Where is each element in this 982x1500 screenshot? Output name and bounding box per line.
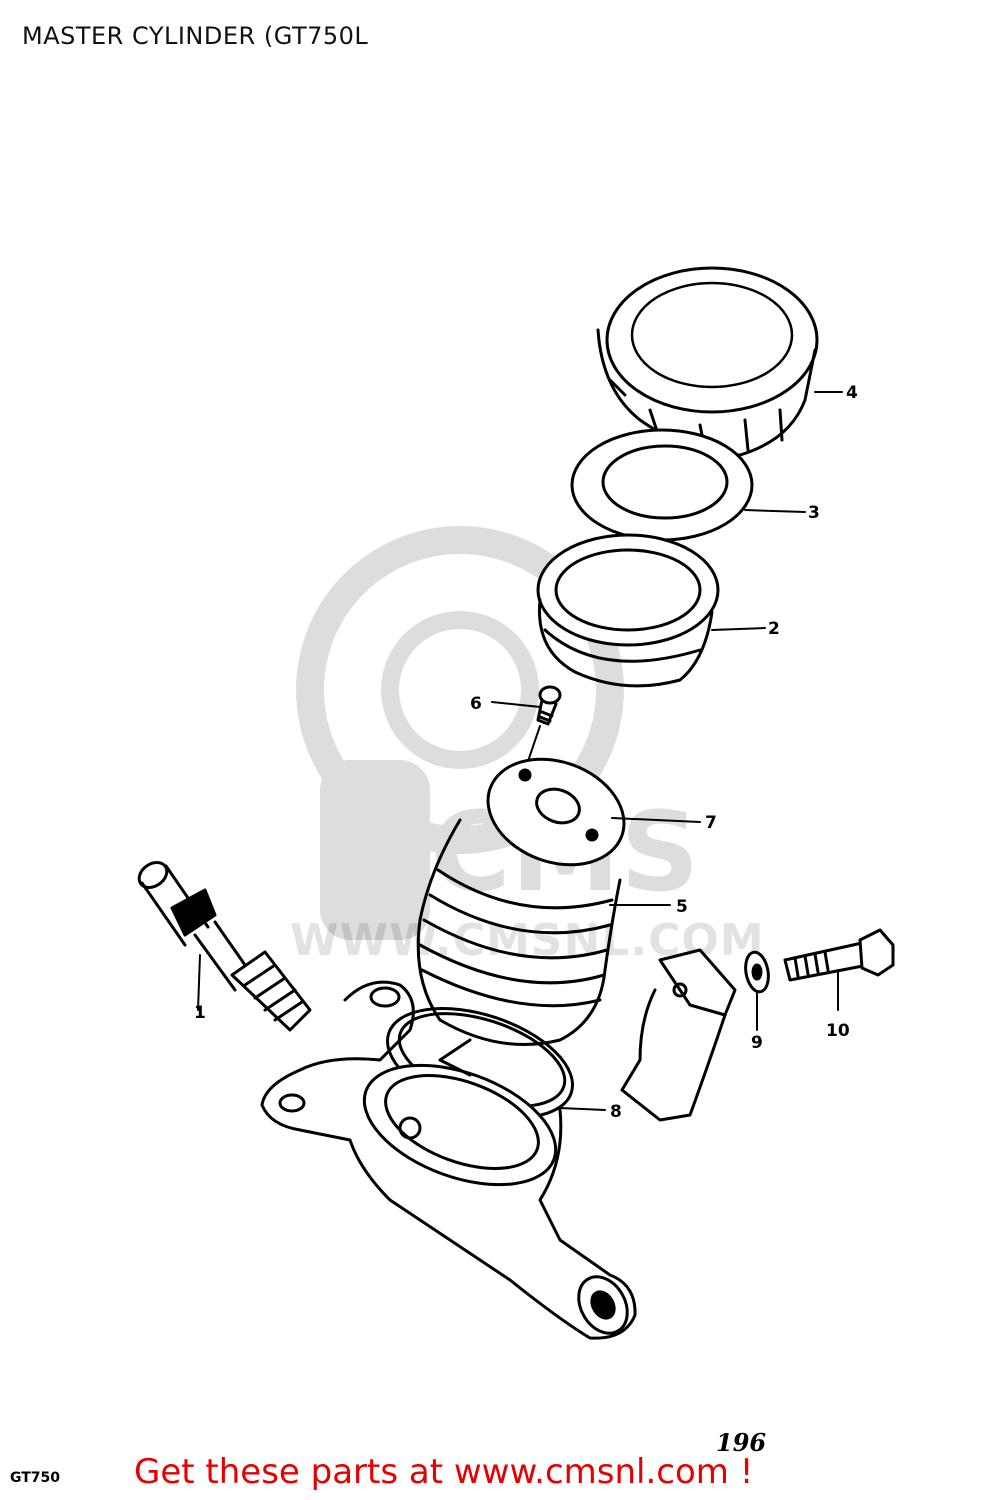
model-label: GT750 — [10, 1470, 61, 1486]
callout-9: 9 — [751, 1033, 763, 1053]
callout-8: 8 — [610, 1102, 622, 1122]
callout-10: 10 — [826, 1021, 850, 1041]
callout-3: 3 — [808, 503, 820, 523]
part-4-reservoir-cap — [596, 266, 819, 457]
callout-4: 4 — [846, 383, 858, 403]
part-6-screw — [524, 685, 562, 771]
callout-1: 1 — [194, 1003, 206, 1023]
part-2-diaphragm — [536, 533, 720, 688]
page-number: 196 — [716, 1428, 767, 1457]
master-cylinder-body — [260, 980, 637, 1340]
part-10-bolt — [783, 928, 895, 982]
callout-7: 7 — [705, 813, 717, 833]
callout-6: 6 — [470, 694, 482, 714]
handlebar-clamp — [620, 948, 737, 1122]
callout-2: 2 — [768, 619, 780, 639]
page-title: MASTER CYLINDER (GT750L — [22, 22, 369, 50]
cmsnl-shop-link[interactable]: Get these parts at www.cmsnl.com ! — [134, 1452, 754, 1492]
part-7-plate — [486, 757, 626, 867]
part-3-plate-ring — [570, 428, 754, 542]
part-9-washer — [744, 950, 770, 994]
callout-5: 5 — [676, 897, 688, 917]
leader-lines — [197, 391, 843, 1111]
part-5-boot — [416, 818, 622, 1046]
part-1-piston-assembly — [137, 861, 312, 1032]
